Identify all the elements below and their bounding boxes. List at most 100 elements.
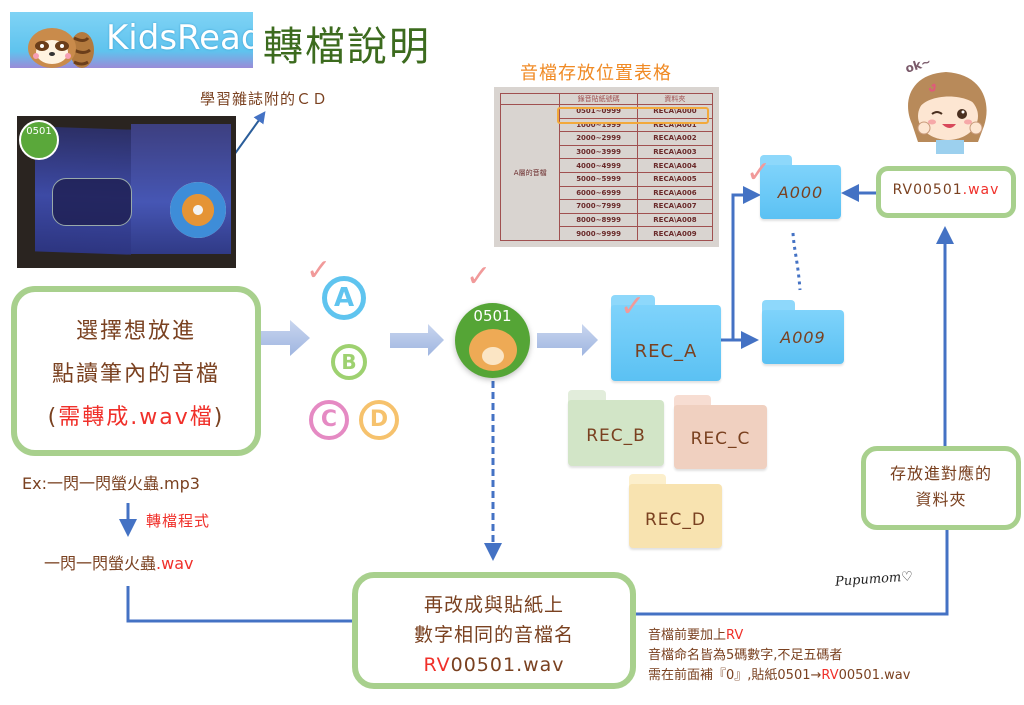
filename-prefix: RV — [423, 654, 451, 676]
folder-path-cell: RECA\A006 — [636, 185, 714, 201]
step-choose-box: 選擇想放進 點讀筆內的音檔 (需轉成.wav檔) — [11, 286, 261, 456]
folder-path-cell: RECA\A003 — [636, 144, 714, 160]
filename-rest: 00501.wav — [450, 654, 565, 676]
folder-body — [762, 310, 844, 364]
sticker-range-cell: 6000~6999 — [559, 185, 638, 201]
cd-disc-icon — [170, 182, 226, 238]
note-line3-text: 需在前面補『0』,貼紙0501→ — [648, 668, 822, 683]
folder-path-cell: RECA\A005 — [636, 171, 714, 187]
wav-ext-text: .wav — [130, 405, 190, 430]
step-choose-line2: 點讀筆內的音檔 — [51, 362, 220, 387]
folder-rec-b: REC_B — [568, 390, 664, 466]
folder-a009: A009 — [762, 300, 844, 364]
flow-arrow-1 — [258, 320, 310, 356]
folder-rec-a: REC_A — [611, 295, 721, 381]
sticker-range-cell: 8000~8999 — [559, 212, 638, 228]
step-rename-line1: 再改成與貼紙上 — [423, 594, 564, 616]
step-rename-box: 再改成與貼紙上 數字相同的音檔名 RV00501.wav — [352, 572, 636, 689]
step-rename-line2: 數字相同的音檔名 — [413, 624, 574, 646]
note-line3-tail: 00501.wav — [838, 668, 911, 683]
photo-sticker-badge: 0501 — [19, 120, 59, 160]
bear-face-icon — [469, 329, 517, 371]
step-store-box: 存放進對應的 資料夾 — [861, 446, 1021, 530]
sticker-number: 0501 — [473, 307, 512, 325]
example-source-file: Ex:一閃一閃螢火蟲.mp3 — [22, 474, 200, 493]
sticker-range-cell: 4000~4999 — [559, 158, 638, 173]
note-line2: 音檔命名皆為5碼數字,不足五碼者 — [648, 648, 843, 663]
folder-body — [760, 165, 841, 219]
level-a-icon: A — [322, 276, 366, 320]
folder-path-cell: RECA\A009 — [636, 226, 714, 241]
note-line3-red: RV — [821, 668, 839, 683]
check-mark-icon: ✓ — [746, 155, 772, 190]
sticker-range-cell: 5000~5999 — [559, 171, 638, 187]
cd-label: 學習雜誌附的ＣＤ — [200, 90, 329, 108]
flow-arrow-3 — [537, 324, 598, 356]
table-header-folder: 資料夾 — [636, 93, 714, 105]
storage-table-title: 音檔存放位置表格 — [520, 63, 672, 84]
folder-path-cell: RECA\A007 — [636, 199, 714, 214]
level-c-icon: C — [309, 400, 349, 440]
file-name: RV00501 — [892, 182, 963, 198]
check-mark-icon: ✓ — [466, 259, 492, 294]
step-rename-filename: RV00501.wav — [358, 650, 630, 680]
file-ext: .wav — [962, 182, 1000, 198]
sticker-range-cell: 9000~9999 — [559, 226, 638, 241]
step-store-line2: 資料夾 — [915, 490, 967, 509]
logo-text: KidsRead — [106, 18, 253, 58]
ellipsis-dotted-line — [791, 232, 802, 291]
folder-body — [629, 484, 722, 548]
magazine-photo: 0501 — [17, 116, 236, 268]
folder-body — [568, 400, 664, 466]
table-header-sticker: 錄音貼紙號碼 — [559, 93, 638, 105]
sticker-range-cell: 3000~3999 — [559, 144, 638, 160]
convert-program-label: 轉檔程式 — [146, 512, 211, 530]
folder-rec-c: REC_C — [674, 395, 767, 469]
folder-label: REC_C — [690, 429, 751, 449]
folder-rec-d: REC_D — [629, 474, 722, 548]
check-mark-icon: ✓ — [620, 289, 646, 324]
target-file-name: 一閃一閃螢火蟲 — [44, 554, 157, 573]
level-b-icon: B — [331, 344, 367, 380]
folder-body — [611, 305, 721, 381]
paren-open: ( — [47, 405, 59, 430]
step-store-line1: 存放進對應的 — [889, 464, 992, 483]
folder-label: REC_A — [634, 341, 698, 362]
paren-close: ) — [213, 405, 225, 430]
file-suffix-text: 檔 — [189, 405, 214, 430]
highlighted-row-outline — [557, 107, 709, 124]
folder-label: A009 — [780, 328, 826, 347]
wav-to-rename-line — [126, 586, 352, 623]
table-row-header: A層的音檔 — [499, 104, 561, 241]
folder-path-cell: RECA\A002 — [636, 131, 714, 146]
folder-path-cell: RECA\A004 — [636, 158, 714, 173]
folder-label: REC_D — [644, 510, 706, 530]
raccoon-mascot-icon — [28, 28, 94, 68]
folder-body — [674, 405, 767, 469]
folder-path-cell: RECA\A008 — [636, 212, 714, 228]
convert-required-text: 需轉成 — [58, 405, 131, 430]
page-title: 轉檔說明 — [263, 24, 431, 70]
table-corner — [499, 93, 561, 105]
rename-to-store-line — [636, 530, 949, 616]
kidsread-logo: KidsRead — [10, 12, 253, 68]
check-mark-icon: ✓ — [306, 253, 332, 288]
note-line3: 需在前面補『0』,貼紙0501→RV00501.wav — [648, 666, 910, 686]
rec-a-to-a000-arrow — [721, 186, 761, 342]
example-target-file: 一閃一閃螢火蟲.wav — [44, 550, 193, 574]
flow-arrow-2 — [390, 324, 444, 356]
naming-note: 音檔前要加上RV 音檔命名皆為5碼數字,不足五碼者 需在前面補『0』,貼紙050… — [648, 626, 910, 686]
bear-sticker: 0501 — [455, 303, 530, 378]
level-d-icon: D — [359, 400, 399, 440]
note-line1: 音檔前要加上RV — [648, 626, 910, 646]
note-line1-text: 音檔前要加上 — [648, 628, 727, 643]
magazine-title-bubble — [52, 178, 132, 226]
